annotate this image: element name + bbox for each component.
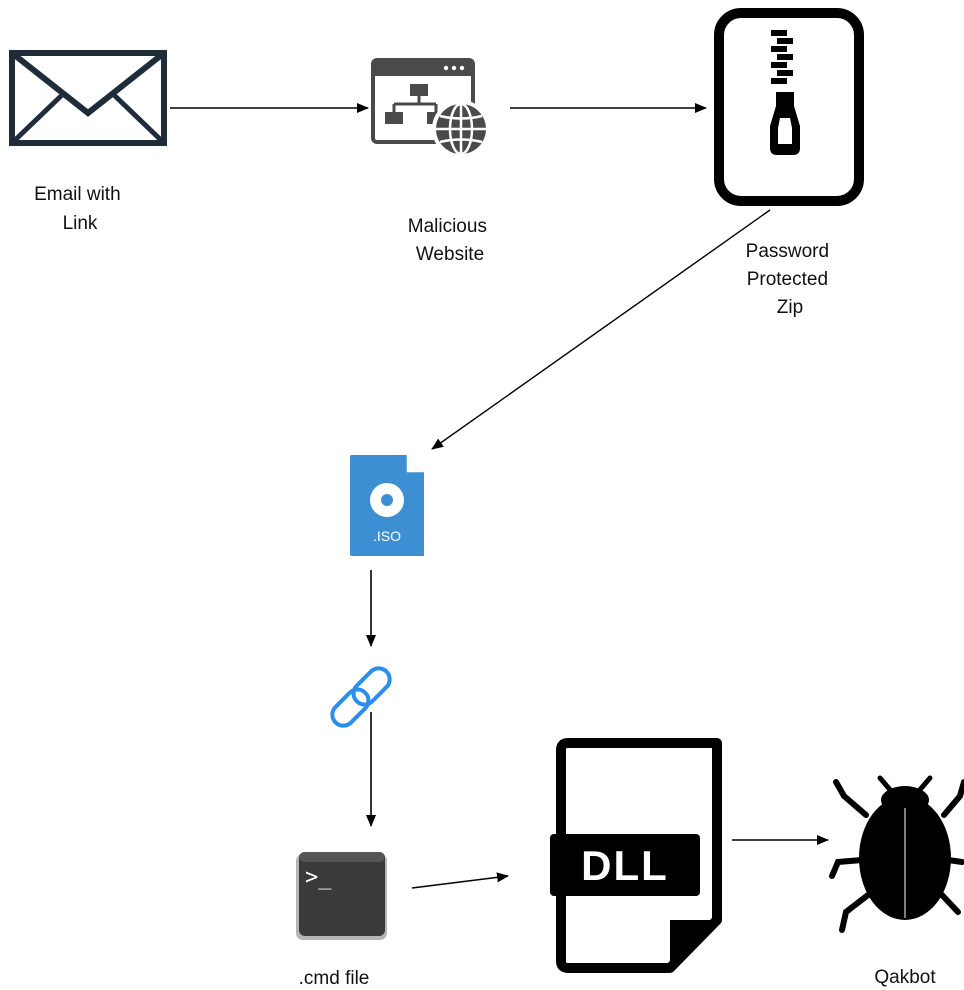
email-label: Email with Link [34,184,126,234]
bug-icon [829,775,964,933]
node-zip: Password Protected Zip [714,8,864,318]
terminal-icon: >_ [296,852,387,940]
node-email: Email with Link [9,50,167,234]
zip-label-line-3: Zip [777,297,803,318]
zip-file-icon [714,8,864,206]
cmd-label: .cmd file [299,968,370,989]
node-link [330,666,392,728]
edges [170,103,829,889]
iso-icon-text: .ISO [373,528,401,544]
envelope-icon [9,50,167,146]
website-label-line-1: Malicious [408,216,487,237]
edge-cmd-to-dll [411,872,509,889]
terminal-prompt-text: >_ [305,865,332,890]
dll-icon-text: DLL [581,842,669,889]
dll-file-icon: DLL [550,738,722,973]
email-label-line-1: Email with [34,184,121,205]
web-sitemap-globe-icon [371,58,490,158]
qakbot-label: Qakbot [874,967,936,988]
chain-link-icon [330,666,392,728]
zip-label-line-1: Password [746,241,829,262]
node-dll: DLL [550,738,722,973]
node-website: Malicious Website [371,58,492,265]
node-cmd: >_ .cmd file [296,852,387,989]
edge-zip-to-iso [431,209,771,450]
node-qakbot: Qakbot [829,775,964,988]
node-iso: .ISO [350,455,424,556]
website-label-line-2: Website [416,244,484,265]
iso-disc-file-icon: .ISO [350,455,424,556]
zip-label: Password Protected Zip [746,241,835,318]
website-label: Malicious Website [408,216,492,265]
email-label-line-2: Link [63,213,98,234]
zip-label-line-2: Protected [747,269,828,290]
